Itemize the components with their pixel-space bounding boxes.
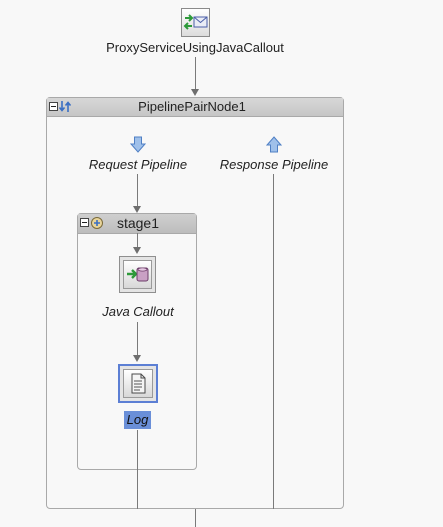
request-pipeline-arrowhead bbox=[133, 206, 141, 213]
log-label[interactable]: Log bbox=[124, 411, 151, 429]
stage-header[interactable]: stage1 bbox=[78, 214, 196, 234]
response-pipeline-label[interactable]: Response Pipeline bbox=[219, 157, 329, 172]
proxy-service-label[interactable]: ProxyServiceUsingJavaCallout bbox=[106, 40, 284, 55]
pipeline-pair-label[interactable]: PipelinePairNode1 bbox=[138, 99, 246, 114]
java-callout-icon[interactable] bbox=[119, 256, 156, 293]
proxy-service-icon[interactable] bbox=[181, 8, 210, 37]
pipeline-pair-node[interactable]: PipelinePairNode1 bbox=[46, 97, 344, 509]
stage-icon bbox=[90, 216, 104, 235]
stage-connector-line bbox=[137, 233, 138, 249]
request-pipeline-label[interactable]: Request Pipeline bbox=[88, 157, 188, 172]
up-arrow-icon bbox=[265, 136, 283, 158]
java-callout-connector-arrowhead bbox=[133, 355, 141, 362]
request-pipeline-line bbox=[137, 174, 138, 208]
pipeline-pair-header[interactable]: PipelinePairNode1 bbox=[47, 98, 343, 117]
collapse-toggle-icon[interactable] bbox=[49, 102, 58, 111]
collapse-toggle-icon[interactable] bbox=[80, 218, 89, 227]
pipeline-pair-icon bbox=[58, 100, 72, 118]
exit-connector-line bbox=[195, 509, 196, 527]
connector-arrowhead bbox=[191, 89, 199, 96]
response-pipeline-line bbox=[273, 174, 274, 509]
down-arrow-icon bbox=[129, 136, 147, 158]
java-callout-label[interactable]: Java Callout bbox=[102, 304, 174, 319]
stage-connector-arrowhead bbox=[133, 247, 141, 254]
log-connector-line bbox=[137, 430, 138, 509]
connector-line bbox=[195, 57, 196, 91]
stage-label[interactable]: stage1 bbox=[116, 215, 160, 231]
java-callout-connector-line bbox=[137, 322, 138, 357]
log-document-icon[interactable] bbox=[118, 364, 158, 403]
